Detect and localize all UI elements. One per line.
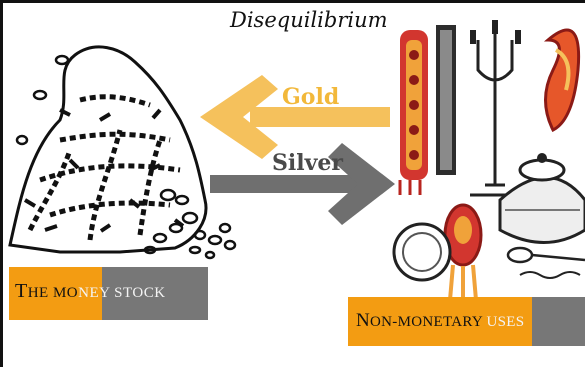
gold-flow-label: Gold — [282, 84, 339, 110]
coin-pile-illustration — [10, 47, 235, 258]
caption-part-2: USES — [486, 314, 524, 330]
jewelry-and-silverware-illustration — [394, 20, 585, 302]
caption-initial: T — [15, 280, 28, 302]
caption-part-2: NEY STOCK — [78, 285, 165, 301]
non-monetary-uses-caption: NON-MONETARY USES — [348, 297, 585, 346]
diagram-title: Disequilibrium — [230, 8, 380, 32]
silver-flow-label: Silver — [272, 150, 343, 176]
money-stock-caption: THE MONEY STOCK — [9, 267, 208, 320]
caption-gray-segment — [532, 297, 585, 346]
caption-part-1: ON-MONETARY — [370, 314, 486, 330]
money-stock-caption-text: THE MONEY STOCK — [15, 280, 166, 303]
caption-part-1: HE MO — [28, 285, 78, 301]
non-monetary-caption-text: NON-MONETARY USES — [356, 310, 524, 332]
caption-initial: N — [356, 310, 370, 331]
